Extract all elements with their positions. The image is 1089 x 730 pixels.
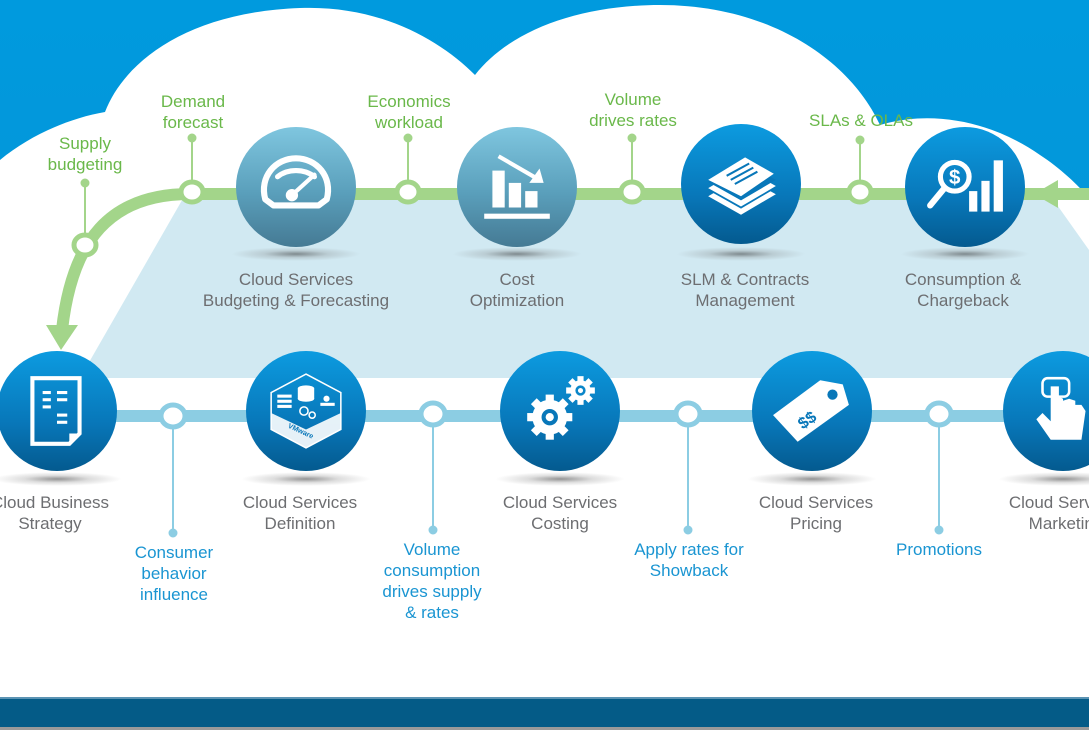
annotation-volume-drives-rates: Volume drives rates [589,90,677,130]
magnifier-dollar-chart-icon: $ [927,159,1003,212]
annotation-demand-forecast: Demand forecast [160,92,226,132]
top-waypoints [71,179,874,258]
bottom-waypoints [158,400,954,430]
stage-label-slm-contracts: SLM & Contracts Management [680,270,810,310]
touch-hand-icon [1036,376,1086,440]
price-tag-icon: $$ [773,380,849,442]
stage-services-marketing[interactable] [1003,351,1089,471]
top-track-arrowhead-left [1034,180,1058,208]
stage-shadow [241,472,371,486]
datacenter-stack-icon: VMware [270,373,342,449]
annotation-apply-rates-showback: Apply rates for Showback [634,540,744,580]
stage-shadow [231,247,361,261]
stage-label-services-costing: Cloud Services Costing [502,493,618,533]
top-track [56,188,1089,331]
stage-label-budgeting-forecasting: Cloud Services Budgeting & Forecasting [202,270,390,310]
stage-services-definition[interactable]: VMware [246,351,366,471]
declining-bar-chart-icon [484,154,550,219]
footer-edge [0,697,1089,699]
annotation-volume-consumption: Volume consumption drives supply & rates [382,540,482,622]
stage-label-cost-optimization: Cost Optimization [469,270,565,310]
stage-shadow [747,472,877,486]
annotation-supply-budgeting: Supply budgeting [47,134,123,174]
stage-shadow [495,472,625,486]
stage-shadow [676,247,806,261]
stage-budgeting-forecasting[interactable] [236,127,356,247]
footer-bottom-edge [0,727,1089,730]
stage-label-business-strategy: Cloud Business Strategy [0,493,110,533]
strategy-document-icon [30,376,82,446]
stage-label-services-pricing: Cloud Services Pricing [758,493,874,533]
stage-consumption-chargeback[interactable]: $ [905,127,1025,247]
gears-icon [527,376,595,440]
top-connectors [80,133,865,245]
stage-shadow [998,472,1089,486]
platform-shape [80,195,1089,378]
top-track-arrowhead-down [46,325,78,350]
annotation-economics-workload: Economics workload [367,92,451,132]
stage-slm-contracts[interactable] [681,124,801,244]
stage-label-consumption-chargeback: Consumption & Chargeback [904,270,1022,310]
annotation-slas-olas: SLAs & OLAs [809,111,913,130]
stage-label-services-marketing: Cloud Services Marketing [1008,493,1089,533]
stage-services-costing[interactable] [500,351,620,471]
stage-services-pricing[interactable]: $$ [752,351,872,471]
stage-shadow [0,472,122,486]
stage-business-strategy[interactable] [0,351,117,471]
stage-shadow [452,247,582,261]
stage-cost-optimization[interactable] [457,127,577,247]
stacked-documents-icon [708,157,776,215]
annotation-promotions: Promotions [896,540,982,559]
stage-shadow [900,247,1030,261]
annotation-consumer-behavior: Consumer behavior influence [134,543,214,604]
bottom-connectors [168,418,944,538]
footer-bar [0,698,1089,727]
stage-label-services-definition: Cloud Services Definition [242,493,358,533]
speedometer-icon [260,155,332,209]
svg-text:$: $ [949,166,961,189]
